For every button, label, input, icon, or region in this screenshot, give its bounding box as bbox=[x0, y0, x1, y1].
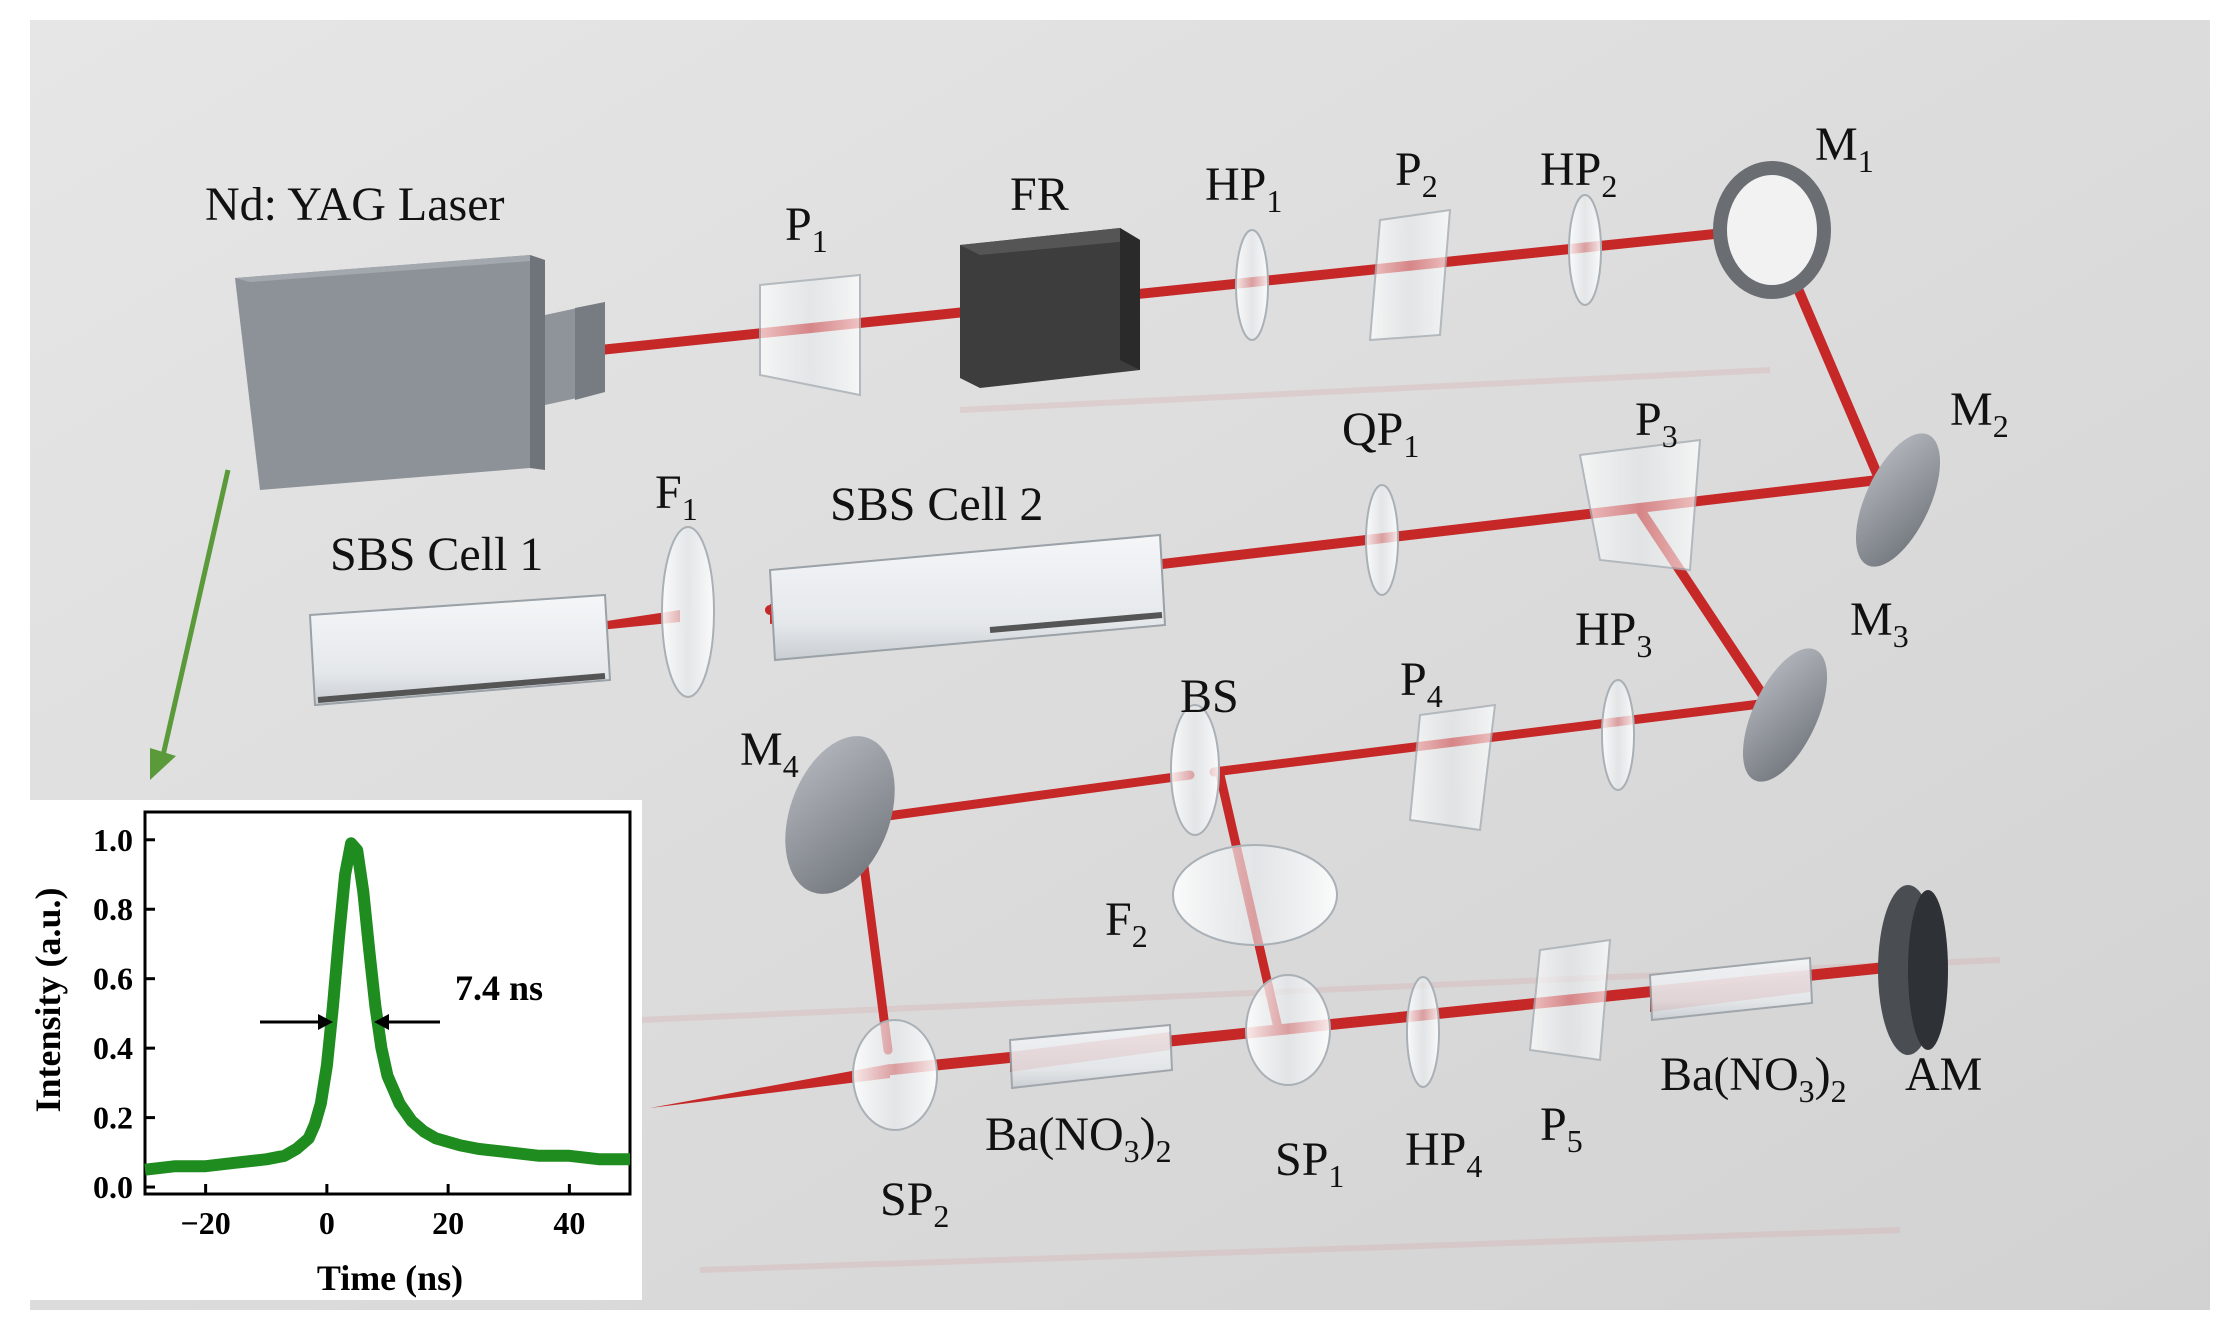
label-m3: M3 bbox=[1850, 593, 1909, 654]
label-m4: M4 bbox=[740, 723, 799, 784]
label-f1: F1 bbox=[655, 466, 698, 527]
label-hp1: HP1 bbox=[1205, 158, 1282, 219]
dichroic-sp1 bbox=[1245, 974, 1331, 1086]
label-hp2: HP2 bbox=[1540, 143, 1617, 204]
label-m2: M2 bbox=[1950, 383, 2009, 444]
waveplate-hp3 bbox=[1601, 679, 1635, 791]
mirror-m4 bbox=[785, 736, 895, 894]
inset-x-axis-title: Time (ns) bbox=[317, 1258, 463, 1298]
label-p5: P5 bbox=[1540, 1098, 1583, 1159]
faraday-rotator bbox=[960, 228, 1140, 388]
lens-f1 bbox=[661, 526, 715, 698]
x-tick-label: 0 bbox=[319, 1205, 335, 1241]
x-tick-label: 40 bbox=[553, 1205, 585, 1241]
inset-curve bbox=[144, 837, 630, 1176]
x-tick-label: 20 bbox=[432, 1205, 464, 1241]
inset-pulse-plot: −20 0 20 40 0.0 0.2 0.4 0.6 0.8 1.0 Time (ns) Int… bbox=[22, 800, 642, 1300]
waveplate-hp4 bbox=[1406, 976, 1440, 1088]
waveplate-qp1 bbox=[1365, 484, 1399, 596]
label-qp1: QP1 bbox=[1342, 403, 1419, 464]
pulse-series-line bbox=[144, 837, 630, 1176]
label-hp4: HP4 bbox=[1405, 1123, 1482, 1184]
label-sbs-cell-2: SBS Cell 2 bbox=[830, 478, 1043, 531]
mirror-m3 bbox=[1742, 648, 1828, 782]
label-p2: P2 bbox=[1395, 143, 1438, 204]
component-labels: Nd: YAG Laser FR P1 HP1 P2 HP2 M1 M2 QP1… bbox=[205, 118, 2009, 1234]
fwhm-markers bbox=[260, 1014, 440, 1030]
y-tick-label: 0.0 bbox=[93, 1169, 133, 1205]
inset-frame bbox=[143, 810, 632, 1196]
raman-cell-right bbox=[1648, 956, 1814, 1022]
label-sbs-cell-1: SBS Cell 1 bbox=[330, 528, 543, 581]
cells bbox=[308, 533, 1814, 1090]
label-bs: BS bbox=[1180, 670, 1239, 723]
label-nd-yag-laser: Nd: YAG Laser bbox=[205, 178, 505, 231]
glass-components bbox=[661, 194, 1702, 1131]
lens-f2 bbox=[1172, 844, 1338, 946]
y-tick-label: 0.4 bbox=[93, 1030, 133, 1066]
dichroic-sp2 bbox=[852, 1019, 938, 1131]
sbs-cell-1 bbox=[308, 593, 612, 707]
label-f2: F2 bbox=[1105, 893, 1148, 954]
focus-beam-output bbox=[650, 1064, 890, 1108]
y-tick-label: 0.8 bbox=[93, 891, 133, 927]
mirror-m2 bbox=[1855, 433, 1941, 567]
inset-y-axis-title: Intensity (a.u.) bbox=[28, 887, 68, 1112]
label-bano3-right: Ba(NO3)2 bbox=[1660, 1048, 1847, 1109]
beam-splitter-bs bbox=[1170, 704, 1220, 836]
y-tick-label: 0.2 bbox=[93, 1100, 133, 1136]
inset-pointer-arrow bbox=[150, 469, 231, 780]
label-bano3-left: Ba(NO3)2 bbox=[985, 1108, 1172, 1169]
y-tick-label: 0.6 bbox=[93, 961, 133, 997]
x-tick-label: −20 bbox=[181, 1205, 231, 1241]
mirror-m1 bbox=[1713, 161, 1831, 299]
label-sp2: SP2 bbox=[880, 1173, 949, 1234]
y-tick-label: 1.0 bbox=[93, 822, 133, 858]
polarizer-p3 bbox=[1578, 438, 1702, 572]
waveplate-hp1 bbox=[1235, 229, 1269, 341]
polarizer-p1 bbox=[759, 273, 861, 397]
sbs-cell-2 bbox=[768, 533, 1167, 662]
label-am: AM bbox=[1905, 1048, 1982, 1101]
label-m1: M1 bbox=[1815, 118, 1874, 179]
polarizer-p2 bbox=[1368, 208, 1452, 342]
label-p1: P1 bbox=[785, 198, 828, 259]
label-fr: FR bbox=[1010, 168, 1069, 221]
label-sp1: SP1 bbox=[1275, 1133, 1344, 1194]
polarizer-p5 bbox=[1528, 938, 1612, 1062]
nd-yag-laser bbox=[235, 255, 605, 490]
inset-ticks: −20 0 20 40 0.0 0.2 0.4 0.6 0.8 1.0 bbox=[93, 822, 585, 1241]
fwhm-annotation: 7.4 ns bbox=[455, 968, 543, 1008]
raman-cell-left bbox=[1008, 1023, 1174, 1090]
label-p4: P4 bbox=[1400, 653, 1443, 714]
label-hp3: HP3 bbox=[1575, 603, 1652, 664]
polarizer-p4 bbox=[1408, 703, 1497, 832]
beam-bs-to-m4 bbox=[853, 770, 1195, 825]
mirrors bbox=[785, 161, 1948, 1055]
waveplate-hp2 bbox=[1568, 194, 1602, 306]
label-p3: P3 bbox=[1635, 393, 1678, 454]
